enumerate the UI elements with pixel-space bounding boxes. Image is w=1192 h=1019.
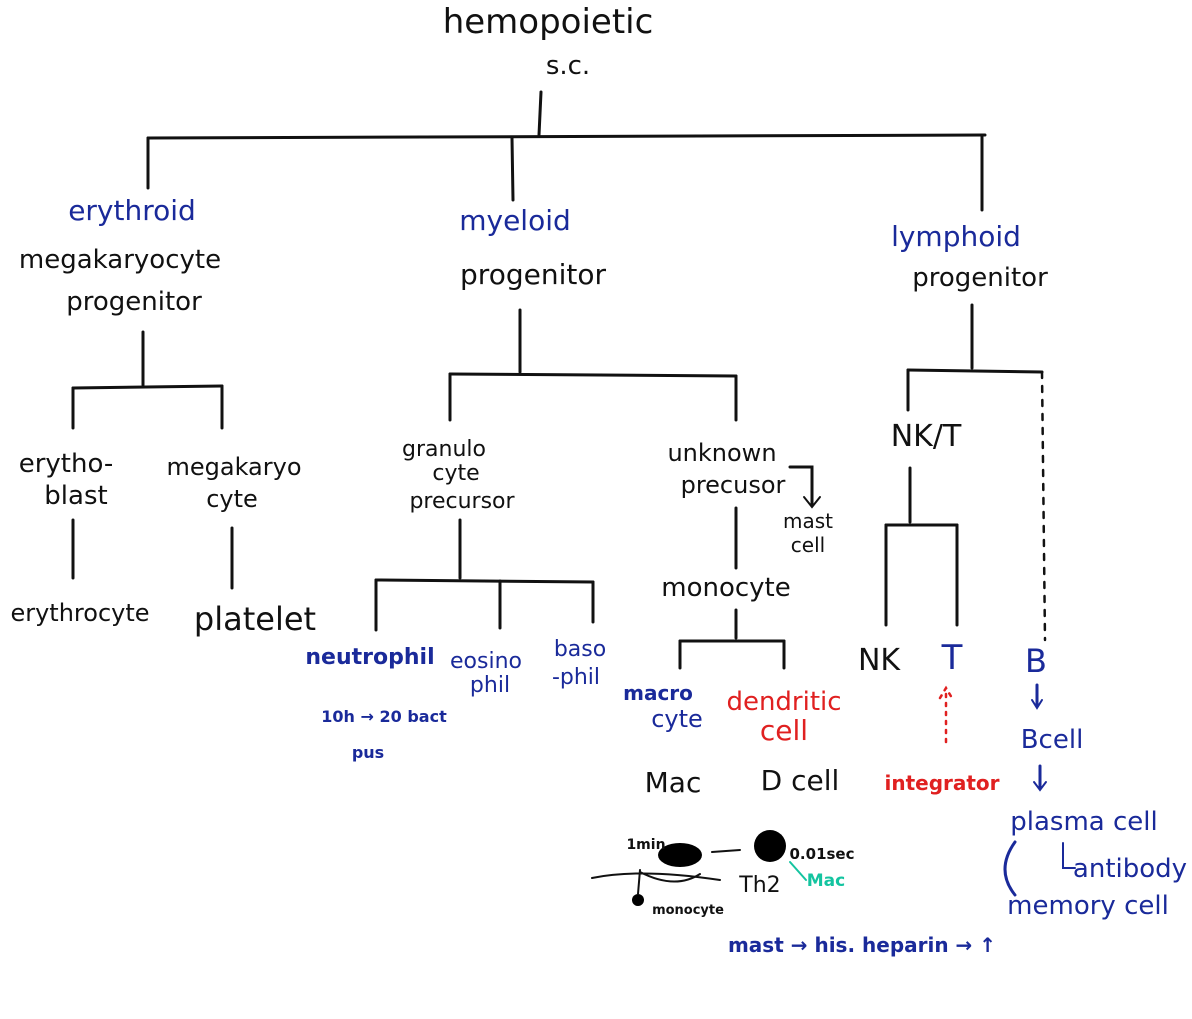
myeloid-title: myeloid bbox=[459, 204, 571, 237]
connector bbox=[764, 840, 776, 852]
connector bbox=[803, 496, 821, 509]
lymphoid-title: lymphoid bbox=[891, 220, 1021, 253]
mast-note: mast → his. heparin → ↑ bbox=[727, 933, 997, 957]
bcell-label: Bcell bbox=[1020, 725, 1084, 755]
nkt-label: NK/T bbox=[890, 419, 962, 454]
t-label: T bbox=[941, 638, 963, 678]
connector bbox=[1031, 699, 1043, 710]
platelet-label: platelet bbox=[193, 600, 317, 638]
sketch-mac: Mac bbox=[806, 871, 846, 891]
connector bbox=[1033, 781, 1047, 792]
macrocyte-line1: macro bbox=[623, 681, 693, 705]
myeloid-sub: progenitor bbox=[460, 258, 606, 291]
integrator-label: integrator bbox=[884, 771, 1000, 795]
monocyte-label: monocyte bbox=[661, 573, 791, 603]
connector bbox=[637, 869, 641, 895]
connector bbox=[537, 90, 543, 137]
antibody-label: antibody bbox=[1072, 854, 1188, 884]
plasma-cell-label: plasma cell bbox=[1010, 807, 1158, 837]
connector bbox=[146, 133, 987, 140]
erythroblast-line2: blast bbox=[44, 481, 108, 511]
erythroid-title: erythroid bbox=[68, 194, 196, 227]
erythrocyte-label: erythrocyte bbox=[10, 599, 150, 627]
nk-label: NK bbox=[857, 643, 901, 678]
connector bbox=[374, 578, 595, 584]
neutrophil-note2: pus bbox=[351, 743, 385, 762]
sketch-monocyte: monocyte bbox=[652, 903, 724, 918]
mast-cell-line1: mast bbox=[783, 509, 833, 533]
sketch-time2: 0.01sec bbox=[789, 845, 855, 863]
granulocyte-line1: granulo bbox=[402, 437, 486, 462]
root-sublabel: s.c. bbox=[545, 51, 591, 81]
connector bbox=[1062, 842, 1076, 869]
unknown-precursor-line1: unknown bbox=[667, 439, 777, 467]
connector bbox=[1003, 840, 1017, 897]
granulocyte-line3: precursor bbox=[409, 489, 515, 514]
connector bbox=[789, 861, 807, 881]
eosinophil-line1: eosino bbox=[450, 649, 522, 674]
erythroblast-line1: erytho- bbox=[18, 449, 114, 479]
root-label: hemopoietic bbox=[442, 2, 654, 42]
dendritic-line1: dendritic bbox=[726, 687, 842, 717]
connector bbox=[906, 368, 1044, 374]
connector bbox=[788, 465, 814, 507]
erythroid-sub2: progenitor bbox=[66, 287, 202, 317]
d-cell-label: D cell bbox=[760, 764, 840, 797]
connector bbox=[71, 384, 224, 390]
unknown-precursor-line2: precusor bbox=[680, 471, 786, 499]
sketch-time1: 1min bbox=[626, 837, 666, 853]
macrocyte-line2: cyte bbox=[651, 705, 703, 733]
erythroid-sub1: megakaryocyte bbox=[18, 245, 222, 275]
connector bbox=[658, 843, 702, 867]
basophil-line1: baso bbox=[553, 637, 607, 662]
mast-cell-line2: cell bbox=[790, 533, 826, 557]
megakaryocyte-line1: megakaryo bbox=[166, 453, 302, 481]
b-label: B bbox=[1025, 642, 1047, 680]
connector bbox=[591, 872, 721, 881]
connector bbox=[510, 136, 515, 202]
basophil-line2: -phil bbox=[551, 665, 601, 690]
memory-cell-label: memory cell bbox=[1007, 891, 1169, 921]
dendritic-line2: cell bbox=[759, 714, 809, 747]
eosinophil-line2: phil bbox=[469, 673, 511, 698]
connector bbox=[448, 372, 738, 378]
connector bbox=[1040, 370, 1047, 642]
connector bbox=[632, 894, 644, 906]
connector bbox=[711, 849, 741, 853]
connector bbox=[938, 685, 954, 700]
megakaryocyte-line2: cyte bbox=[206, 485, 258, 513]
granulocyte-line2: cyte bbox=[432, 461, 480, 486]
lymphoid-sub: progenitor bbox=[912, 263, 1048, 293]
neutrophil-note1: 10h → 20 bact bbox=[321, 707, 447, 726]
sketch-th2: Th2 bbox=[739, 873, 781, 898]
connector bbox=[639, 871, 701, 883]
neutrophil-label: neutrophil bbox=[305, 645, 435, 670]
mac-label: Mac bbox=[644, 766, 702, 799]
